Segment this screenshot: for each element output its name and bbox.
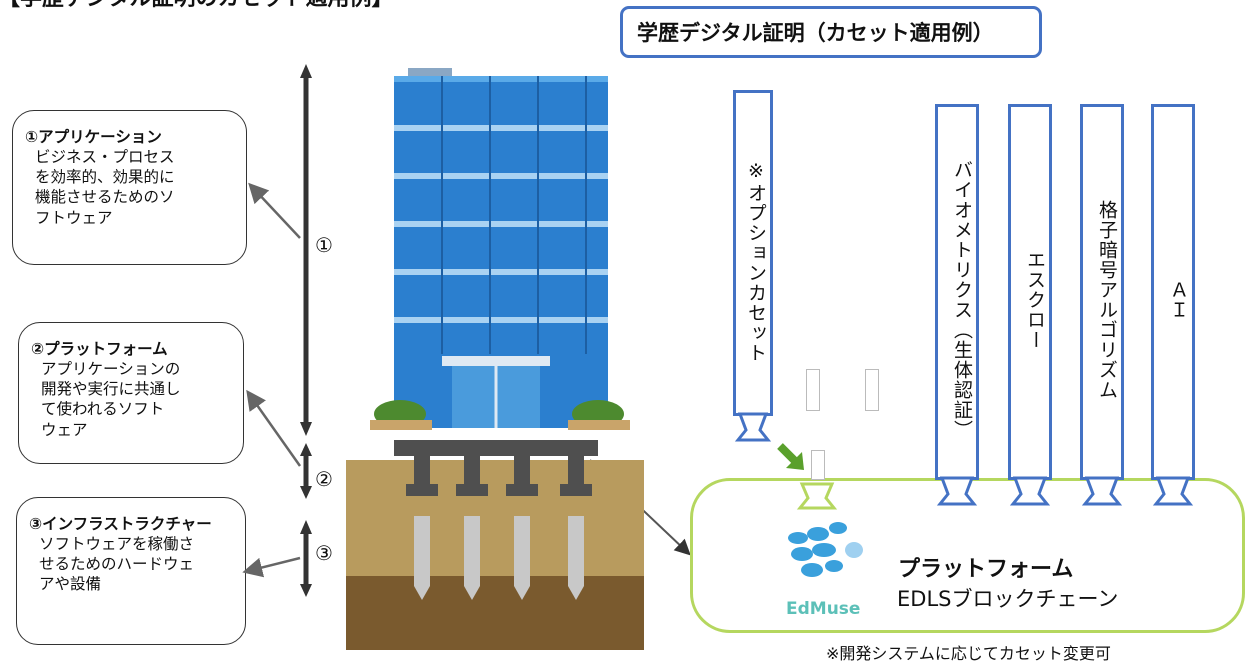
- connector-infrastructure: [242, 556, 301, 578]
- platform-subtitle: EDLSブロックチェーン: [897, 587, 1119, 611]
- edmuse-brand-text: EdMuse: [786, 599, 861, 619]
- cassette-ai: ＡＩ: [1151, 104, 1195, 480]
- infrastructure-layer-title: ③インフラストラクチャー: [29, 515, 212, 533]
- building-icon: [346, 68, 644, 650]
- platform-layer-desc: アプリケーションの 開発や実行に共通し て使われるソフト ウェア: [41, 360, 181, 439]
- marker-3: ③: [315, 541, 333, 565]
- marker-2: ②: [315, 467, 333, 491]
- green-arrow-icon: [777, 443, 804, 470]
- application-layer-desc: ビジネス・プロセス を効率的、効果的に 機能させるためのソ フトウェア: [35, 148, 175, 227]
- connector-platform: [246, 389, 302, 467]
- edmuse-logo-icon: [788, 522, 863, 577]
- infrastructure-layer-desc: ソフトウェアを稼働さ せるためのハードウェ アや設備: [39, 535, 195, 594]
- diagram-title: 学歴デジタル証明（カセット適用例）: [620, 6, 1042, 58]
- empty-slot: [865, 369, 879, 411]
- cassette-option: ※オプションカセット: [733, 90, 773, 416]
- platform-layer-title: ②プラットフォーム: [31, 340, 168, 358]
- infrastructure-layer-box: ③インフラストラクチャー ソフトウェアを稼働さ せるためのハードウェ アや設備: [16, 497, 246, 645]
- application-layer-box: ①アプリケーション ビジネス・プロセス を効率的、効果的に 機能させるためのソ …: [12, 110, 247, 265]
- cassette-escrow: エスクロー: [1008, 104, 1052, 480]
- empty-slot: [806, 369, 820, 411]
- cassette-biometrics: バイオメトリクス（生体認証）: [935, 104, 979, 480]
- connector-application: [248, 182, 301, 239]
- marker-1: ①: [315, 233, 333, 257]
- top-title: 【学歴デジタル証明のカセット適用例】: [0, 0, 394, 10]
- footnote: ※開発システムに応じてカセット変更可: [826, 644, 1111, 663]
- application-layer-title: ①アプリケーション: [25, 128, 162, 146]
- empty-slot: [811, 450, 825, 480]
- platform-title: プラットフォーム: [898, 557, 1074, 582]
- platform-layer-box: ②プラットフォーム アプリケーションの 開発や実行に共通し て使われるソフト ウ…: [18, 322, 244, 464]
